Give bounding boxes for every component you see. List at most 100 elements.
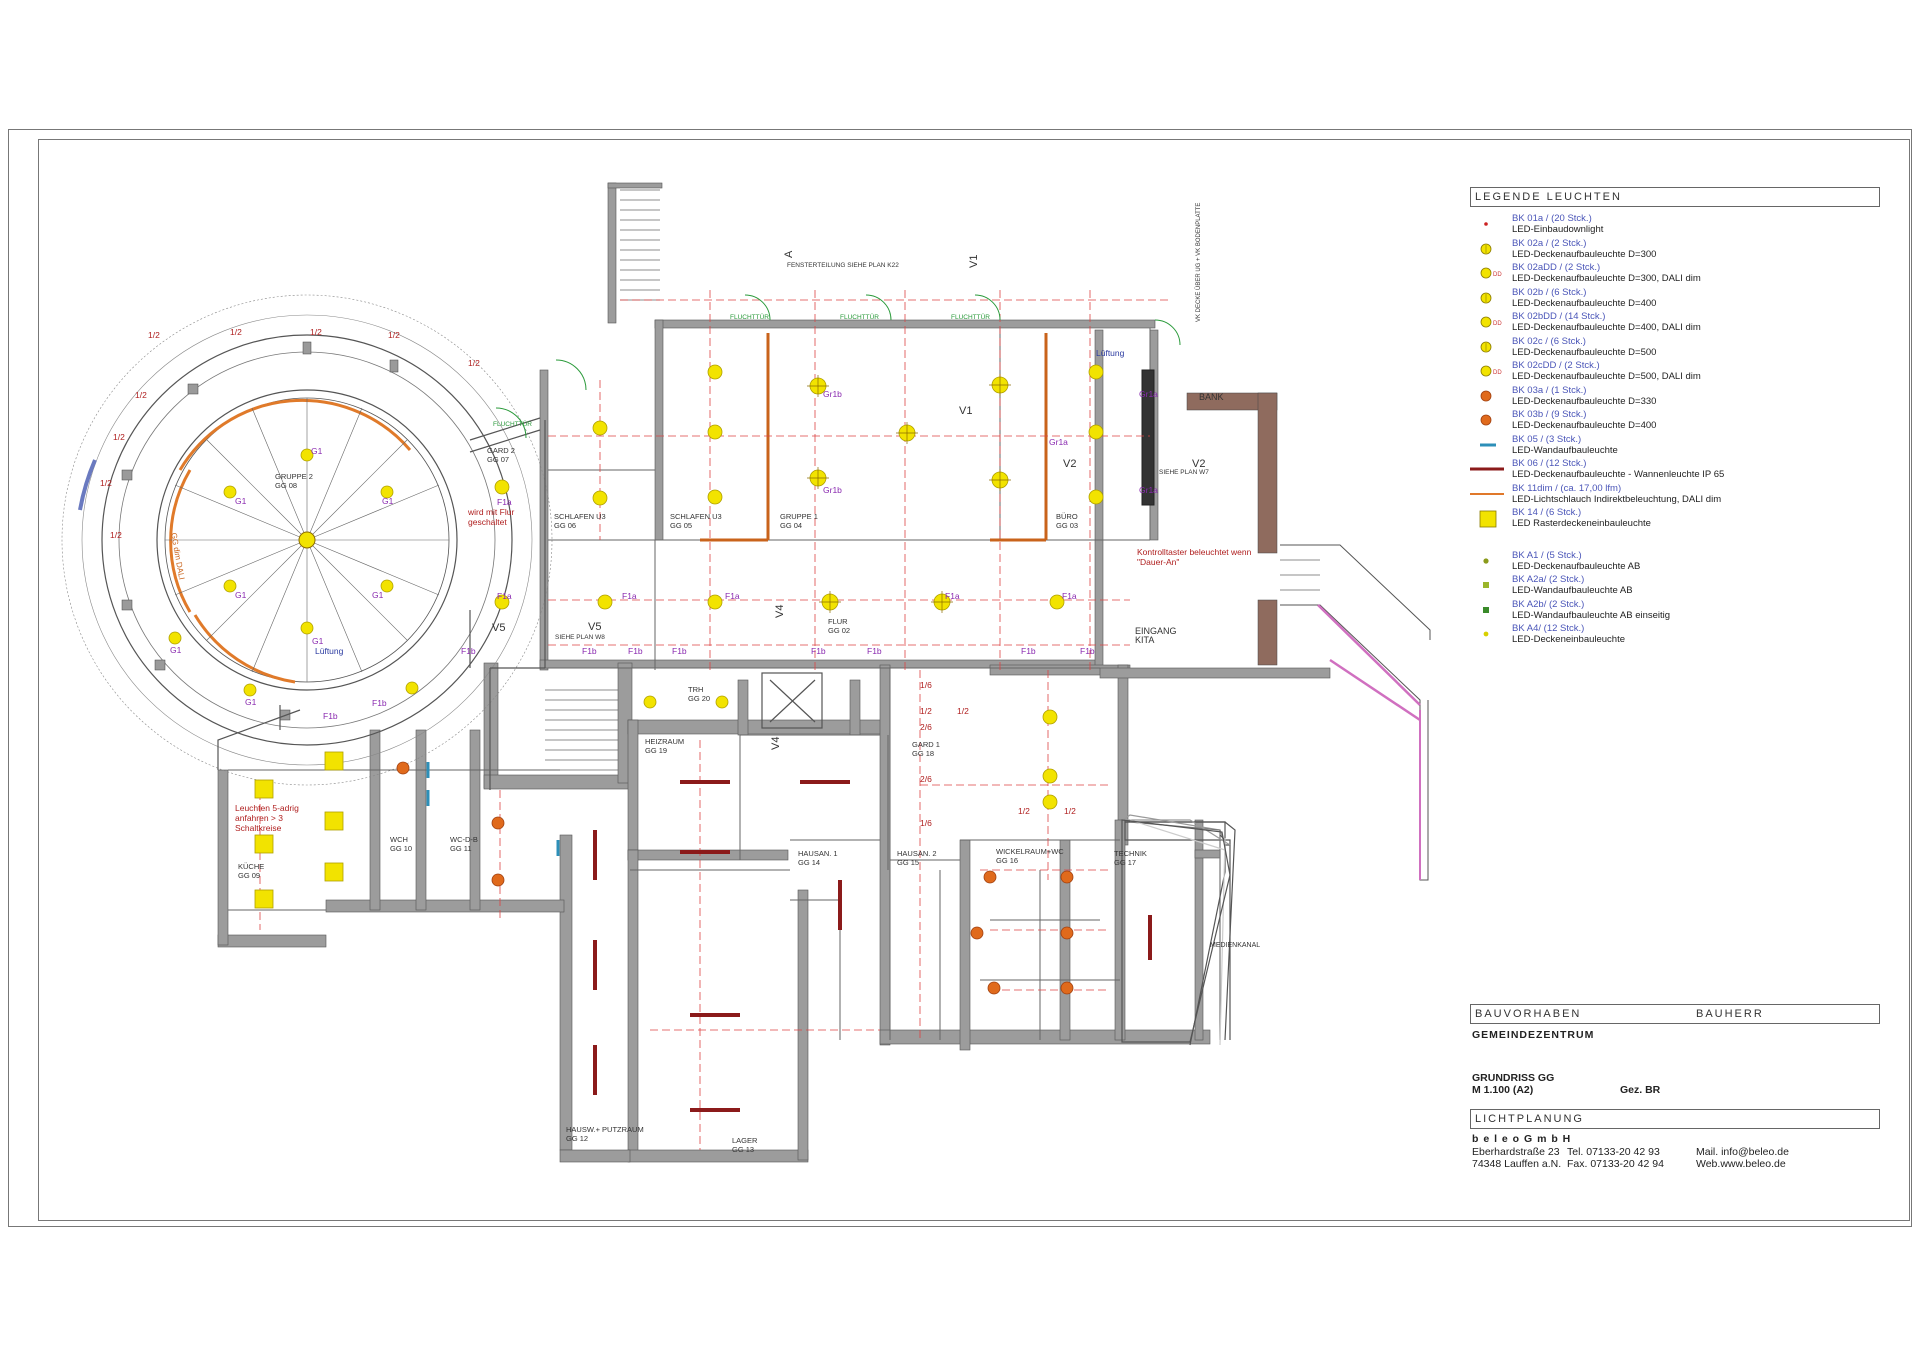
dimension-label: 1/2 bbox=[113, 432, 125, 442]
note-kueche: Leuchten 5-adrig anfahren > 3 Schaltkrei… bbox=[235, 803, 299, 833]
bank-label: BANK bbox=[1199, 392, 1224, 402]
circuit-label: F1a bbox=[497, 591, 512, 601]
vk-decke-label: VK DECKE ÜBER UG + VK BODENPLATTE bbox=[1196, 202, 1202, 322]
room-number: GG 19 bbox=[645, 746, 668, 755]
legend-symbol-icon bbox=[1480, 554, 1504, 575]
legend-item: BK 14 / (6 Stck.)LED Rasterdeckeneinbaul… bbox=[1470, 507, 1880, 532]
room-number: GG 02 bbox=[828, 626, 851, 635]
escape-doors bbox=[495, 294, 1181, 439]
section-v1: V1 bbox=[968, 254, 980, 268]
circuit-label: F1a bbox=[945, 591, 960, 601]
dimension-label: 2/6 bbox=[920, 722, 932, 732]
room-number: GG 13 bbox=[732, 1145, 755, 1154]
circuit-label: G1 bbox=[311, 446, 323, 456]
circuit-label: F1b bbox=[582, 646, 597, 656]
dimension-label: 2/6 bbox=[920, 774, 932, 784]
circuit-label: F1a bbox=[725, 591, 740, 601]
room-name: HEIZRAUM bbox=[645, 737, 685, 746]
dimension-label: 1/2 bbox=[310, 327, 322, 337]
circuit-label: G1 bbox=[312, 636, 324, 646]
circuit-label: F1b bbox=[672, 646, 687, 656]
stairs-top bbox=[620, 189, 660, 301]
room-number: GG 04 bbox=[780, 521, 803, 530]
legend-item-code: BK A2b/ (2 Stck.) bbox=[1512, 598, 1585, 610]
legend-item-code: BK 11dim / (ca. 17,00 lfm) bbox=[1512, 482, 1622, 494]
room-name: GARD 2 bbox=[487, 446, 515, 455]
circuit-label: F1b bbox=[372, 698, 387, 708]
company-mail: Mail. info@beleo.de bbox=[1696, 1146, 1789, 1158]
bauherr-label: BAUHERR bbox=[1696, 1008, 1764, 1020]
legend-item-code: BK 02b / (6 Stck.) bbox=[1512, 286, 1587, 298]
lichtplanung-label: LICHTPLANUNG bbox=[1475, 1113, 1584, 1125]
legend-item-desc: LED-Deckenaufbauleuchte D=300, DALI dim bbox=[1512, 273, 1701, 284]
legend-item-code: BK 06 / (12 Stck.) bbox=[1512, 458, 1587, 469]
connector-walls bbox=[217, 417, 546, 790]
room-name: SCHLAFEN U3 bbox=[670, 512, 722, 521]
wannenleuchten bbox=[593, 780, 1152, 1112]
legend-symbol-icon bbox=[1480, 340, 1504, 361]
room-name: WCH bbox=[390, 835, 408, 844]
legend-symbol-icon: DD bbox=[1480, 315, 1504, 336]
legend-item-code: BK A2a/ (2 Stck.) bbox=[1512, 574, 1585, 585]
dimension-label: 1/2 bbox=[100, 478, 112, 488]
company-web: Web.www.beleo.de bbox=[1696, 1158, 1786, 1170]
dimension-label: 1/2 bbox=[388, 330, 400, 340]
room-number: GG 14 bbox=[798, 858, 821, 867]
room-name: LAGER bbox=[732, 1136, 758, 1145]
section-a: A bbox=[783, 250, 795, 258]
legend-symbol-icon: DD bbox=[1480, 364, 1504, 385]
dimension-label: 1/2 bbox=[230, 327, 242, 337]
legend-item-desc: LED-Lichtschlauch Indirektbeleuchtung, D… bbox=[1512, 493, 1722, 505]
bauvorhaben-bar: BAUVORHABEN BAUHERR bbox=[1470, 1004, 1880, 1024]
legend-item-code: BK A4/ (12 Stck.) bbox=[1512, 623, 1585, 634]
section-v2: V2 bbox=[1192, 458, 1206, 470]
dimension-label: 1/2 bbox=[957, 706, 969, 716]
circuit-label: G1 bbox=[170, 645, 182, 655]
legend-item: BK A4/ (12 Stck.)LED-Deckeneinbauleuchte bbox=[1470, 623, 1880, 648]
room-name: HAUSAN. 1 bbox=[798, 849, 838, 858]
legend-item-desc: LED-Deckeneinbauleuchte bbox=[1512, 634, 1626, 645]
lichtplanung-bar: LICHTPLANUNG bbox=[1470, 1109, 1880, 1129]
circuit-label: F1a bbox=[622, 591, 637, 601]
fluchttuer-label: FLUCHTTÜR bbox=[840, 314, 879, 321]
room-number: GG 15 bbox=[897, 858, 920, 867]
room-name: WC-D-B bbox=[450, 835, 478, 844]
stairs-middle bbox=[545, 559, 1320, 771]
legend-item-code: BK 03a / (1 Stck.) bbox=[1512, 384, 1587, 396]
room-number: GG 16 bbox=[996, 856, 1019, 865]
room-name: SCHLAFEN U3 bbox=[554, 512, 606, 521]
room-name: KÜCHE bbox=[238, 862, 265, 871]
drawing-scale: M 1.100 (A2) bbox=[1472, 1084, 1534, 1096]
legend-item: BK A2b/ (2 Stck.)LED-Wandaufbauleuchte A… bbox=[1470, 599, 1880, 624]
room-number: GG 09 bbox=[238, 871, 261, 880]
legend-item: BK 02a / (2 Stck.)LED-Deckenaufbauleucht… bbox=[1470, 238, 1880, 263]
legend-item-code: BK 14 / (6 Stck.) bbox=[1512, 507, 1582, 518]
legend-item-desc: LED-Deckenaufbauleuchte D=400 bbox=[1512, 420, 1657, 431]
room-name: TRH bbox=[688, 685, 704, 694]
circuit-label: Gr1a bbox=[1139, 389, 1158, 399]
room-name: GRUPPE 1 bbox=[780, 512, 818, 521]
dimension-label: 1/2 bbox=[1064, 806, 1076, 816]
orange-walls bbox=[700, 333, 1048, 542]
room-name: HAUSW.+ PUTZRAUM bbox=[566, 1125, 644, 1134]
company-name: b e l e o G m b H bbox=[1472, 1133, 1572, 1145]
circuit-label: G1 bbox=[245, 697, 257, 707]
legend-item-desc: LED-Deckenaufbauleuchte D=330 bbox=[1512, 395, 1657, 407]
legend-list-emergency: BK A1 / (5 Stck.)LED-Deckenaufbauleuchte… bbox=[1470, 550, 1880, 648]
kita-label: KITA bbox=[1135, 635, 1155, 645]
legend-item-code: BK 02a / (2 Stck.) bbox=[1512, 237, 1587, 249]
section-v4: V4 bbox=[774, 604, 786, 618]
lueftung-label: Lüftung bbox=[315, 646, 344, 656]
circuit-label: F1b bbox=[811, 646, 826, 656]
dimension-label: 1/2 bbox=[135, 390, 147, 400]
legend-item-desc: LED-Deckenaufbauleuchte D=500 bbox=[1512, 346, 1657, 358]
room-name: FLUR bbox=[828, 617, 848, 626]
elevator bbox=[761, 672, 823, 729]
legend-item-desc: LED-Deckenaufbauleuchte - Wannenleuchte … bbox=[1512, 469, 1725, 480]
legend-symbol-icon bbox=[1480, 603, 1504, 624]
legend-symbol-icon bbox=[1480, 413, 1504, 434]
legend-item-code: BK 05 / (3 Stck.) bbox=[1512, 433, 1582, 445]
